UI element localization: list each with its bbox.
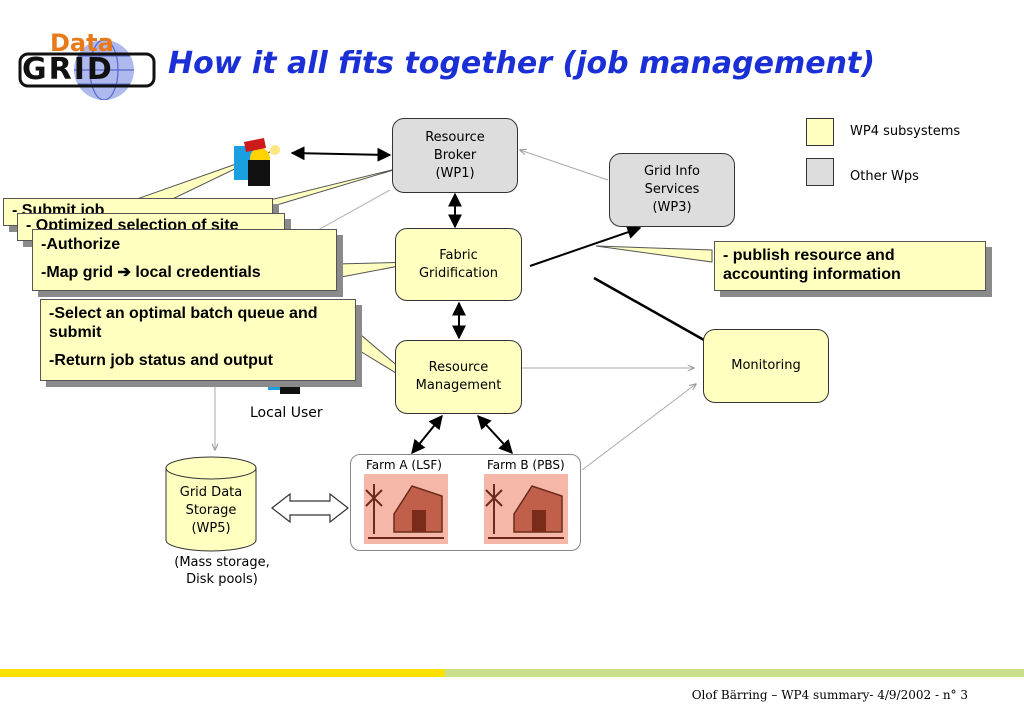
footer-text: Olof Bärring – WP4 summary- 4/9/2002 - n… xyxy=(691,688,968,702)
resource-broker-node: Resource Broker (WP1) xyxy=(392,118,518,193)
publish-callout: - publish resource and accounting inform… xyxy=(714,241,986,291)
return-status-text: Return job status and output xyxy=(54,352,273,369)
storage-caption-line-2: Disk pools) xyxy=(186,572,258,587)
resource-broker-line-3: (WP1) xyxy=(435,165,475,181)
resmgmt-farmA-arrow xyxy=(411,414,443,455)
legend-label-other: Other Wps xyxy=(850,169,919,184)
broker-gridinfo-line xyxy=(520,150,609,181)
user-broker-arrow xyxy=(290,146,392,162)
user-icon xyxy=(230,138,286,188)
farm-icon xyxy=(364,474,448,544)
resmgmt-farmB-arrow xyxy=(477,414,513,455)
batch-queue-callout: -Select an optimal batch queue and submi… xyxy=(40,299,356,381)
resource-management-node: Resource Management xyxy=(395,340,522,414)
storage-line-3: (WP5) xyxy=(191,521,231,536)
fabric-line-2: Gridification xyxy=(418,265,499,281)
fabric-gridification-node: Fabric Gridification xyxy=(395,228,522,301)
logo-top-text: Data xyxy=(50,29,114,57)
legend-swatch-other xyxy=(806,158,834,186)
slide-title: How it all fits together (job management… xyxy=(168,46,875,81)
arrow-right-icon: ➔ xyxy=(117,264,131,281)
resource-broker-line-2: Broker xyxy=(433,147,477,163)
footer-bar-right xyxy=(445,669,1024,677)
logo-bottom-text: GRID xyxy=(22,52,114,87)
legend-swatch-wp4 xyxy=(806,118,834,146)
storage-caption-line-1: (Mass storage, xyxy=(174,555,270,570)
datagrid-logo-icon xyxy=(16,30,156,101)
return-status-dash: - xyxy=(49,352,55,369)
authorize-dash: - xyxy=(41,236,47,253)
map-grid-dash: - xyxy=(41,264,47,281)
farm-b-label: Farm B (PBS) xyxy=(487,458,565,472)
legend-label-wp4: WP4 subsystems xyxy=(850,124,961,139)
footer-bar-left xyxy=(0,669,445,677)
farm-icon xyxy=(484,474,568,544)
grid-data-storage-node: Grid Data Storage (WP5) xyxy=(165,456,257,552)
monitoring-node: Monitoring xyxy=(703,329,829,403)
storage-line-1: Grid Data xyxy=(179,485,243,500)
publish-pointer xyxy=(595,245,713,263)
grid-info-line-1: Grid Info xyxy=(643,164,701,179)
resmgmt-line-2: Management xyxy=(415,378,502,393)
authorize-text: Authorize xyxy=(46,236,121,253)
fabric-gridinfo-arrow xyxy=(529,225,642,267)
batch-queue-dash: - xyxy=(49,305,55,322)
storage-caption: (Mass storage, Disk pools) xyxy=(160,554,284,588)
grid-info-line-2: Services xyxy=(644,182,700,197)
farm-a-label: Farm A (LSF) xyxy=(366,458,442,472)
monitoring-label: Monitoring xyxy=(731,358,801,373)
local-user-label: Local User xyxy=(250,405,323,421)
grid-info-services-node: Grid Info Services (WP3) xyxy=(609,153,735,227)
resmgmt-line-1: Resource xyxy=(428,360,489,375)
map-grid-text: Map grid xyxy=(46,264,113,281)
batch-queue-text: Select an optimal batch queue and submit xyxy=(49,305,318,341)
grid-info-line-3: (WP3) xyxy=(652,200,692,215)
publish-text: - publish resource and accounting inform… xyxy=(723,247,901,283)
storage-farms-double-arrow xyxy=(271,492,349,524)
monitoring-fabric-line xyxy=(593,276,705,342)
storage-line-2: Storage xyxy=(185,503,237,518)
resource-broker-line-1: Resource xyxy=(425,129,485,145)
authorize-callout: -Authorize -Map grid ➔ local credentials xyxy=(32,229,337,291)
farms-monitoring-line xyxy=(581,384,696,471)
local-credentials-text: local credentials xyxy=(135,264,261,281)
fabric-line-1: Fabric xyxy=(439,247,478,263)
